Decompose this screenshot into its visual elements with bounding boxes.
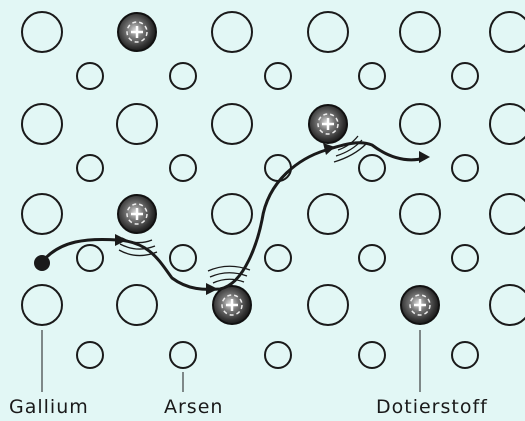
gallium-atom <box>400 194 440 234</box>
gallium-atom <box>212 194 252 234</box>
ionized-dopant-plus-icon <box>401 286 439 324</box>
arsen-atom <box>170 63 196 89</box>
arrow-head-4 <box>419 151 430 163</box>
gallium-atom <box>22 104 62 144</box>
gallium-atom <box>22 12 62 52</box>
ionized-dopant-plus-icon <box>118 195 156 233</box>
arsen-atom <box>265 155 291 181</box>
arsen-atom <box>452 245 478 271</box>
dotierstoff-label: Dotierstoff <box>376 396 488 418</box>
arsen-atom <box>77 155 103 181</box>
gallium-atom <box>490 104 525 144</box>
ionized-dopant-plus-icon <box>309 105 347 143</box>
gallium-atom <box>490 12 525 52</box>
arsen-atom <box>170 342 196 368</box>
gallium-atom <box>308 12 348 52</box>
arsen-atom <box>359 342 385 368</box>
ionized-dopant-plus-icon <box>213 286 251 324</box>
gallium-label: Gallium <box>9 396 89 418</box>
gallium-atom <box>490 194 525 234</box>
gallium-atom <box>117 104 157 144</box>
electron-dot-icon <box>34 255 50 271</box>
arsen-atom <box>265 63 291 89</box>
dopant-atoms <box>118 13 439 324</box>
arsen-atom <box>359 63 385 89</box>
arsen-atom <box>170 155 196 181</box>
arsen-atom <box>170 245 196 271</box>
gallium-atom <box>22 285 62 325</box>
gallium-atom <box>212 12 252 52</box>
arsen-atom <box>452 63 478 89</box>
label-leader-lines <box>42 330 420 392</box>
ionized-dopant-plus-icon <box>118 13 156 51</box>
gallium-atom <box>308 285 348 325</box>
arsen-atom <box>359 245 385 271</box>
arsen-atom <box>77 342 103 368</box>
arsen-atom <box>452 342 478 368</box>
arsen-atom <box>359 155 385 181</box>
arsen-atom <box>77 63 103 89</box>
arsen-atom <box>452 155 478 181</box>
gallium-atom <box>212 104 252 144</box>
gallium-atoms <box>22 12 525 325</box>
arsen-atom <box>265 245 291 271</box>
gallium-atom <box>400 12 440 52</box>
arsen-atom <box>265 342 291 368</box>
gallium-atom <box>22 194 62 234</box>
arsen-atom <box>77 245 103 271</box>
gallium-atom <box>117 285 157 325</box>
arsen-label: Arsen <box>164 396 223 418</box>
gallium-atom <box>490 285 525 325</box>
gallium-atom <box>400 104 440 144</box>
gallium-atom <box>308 194 348 234</box>
